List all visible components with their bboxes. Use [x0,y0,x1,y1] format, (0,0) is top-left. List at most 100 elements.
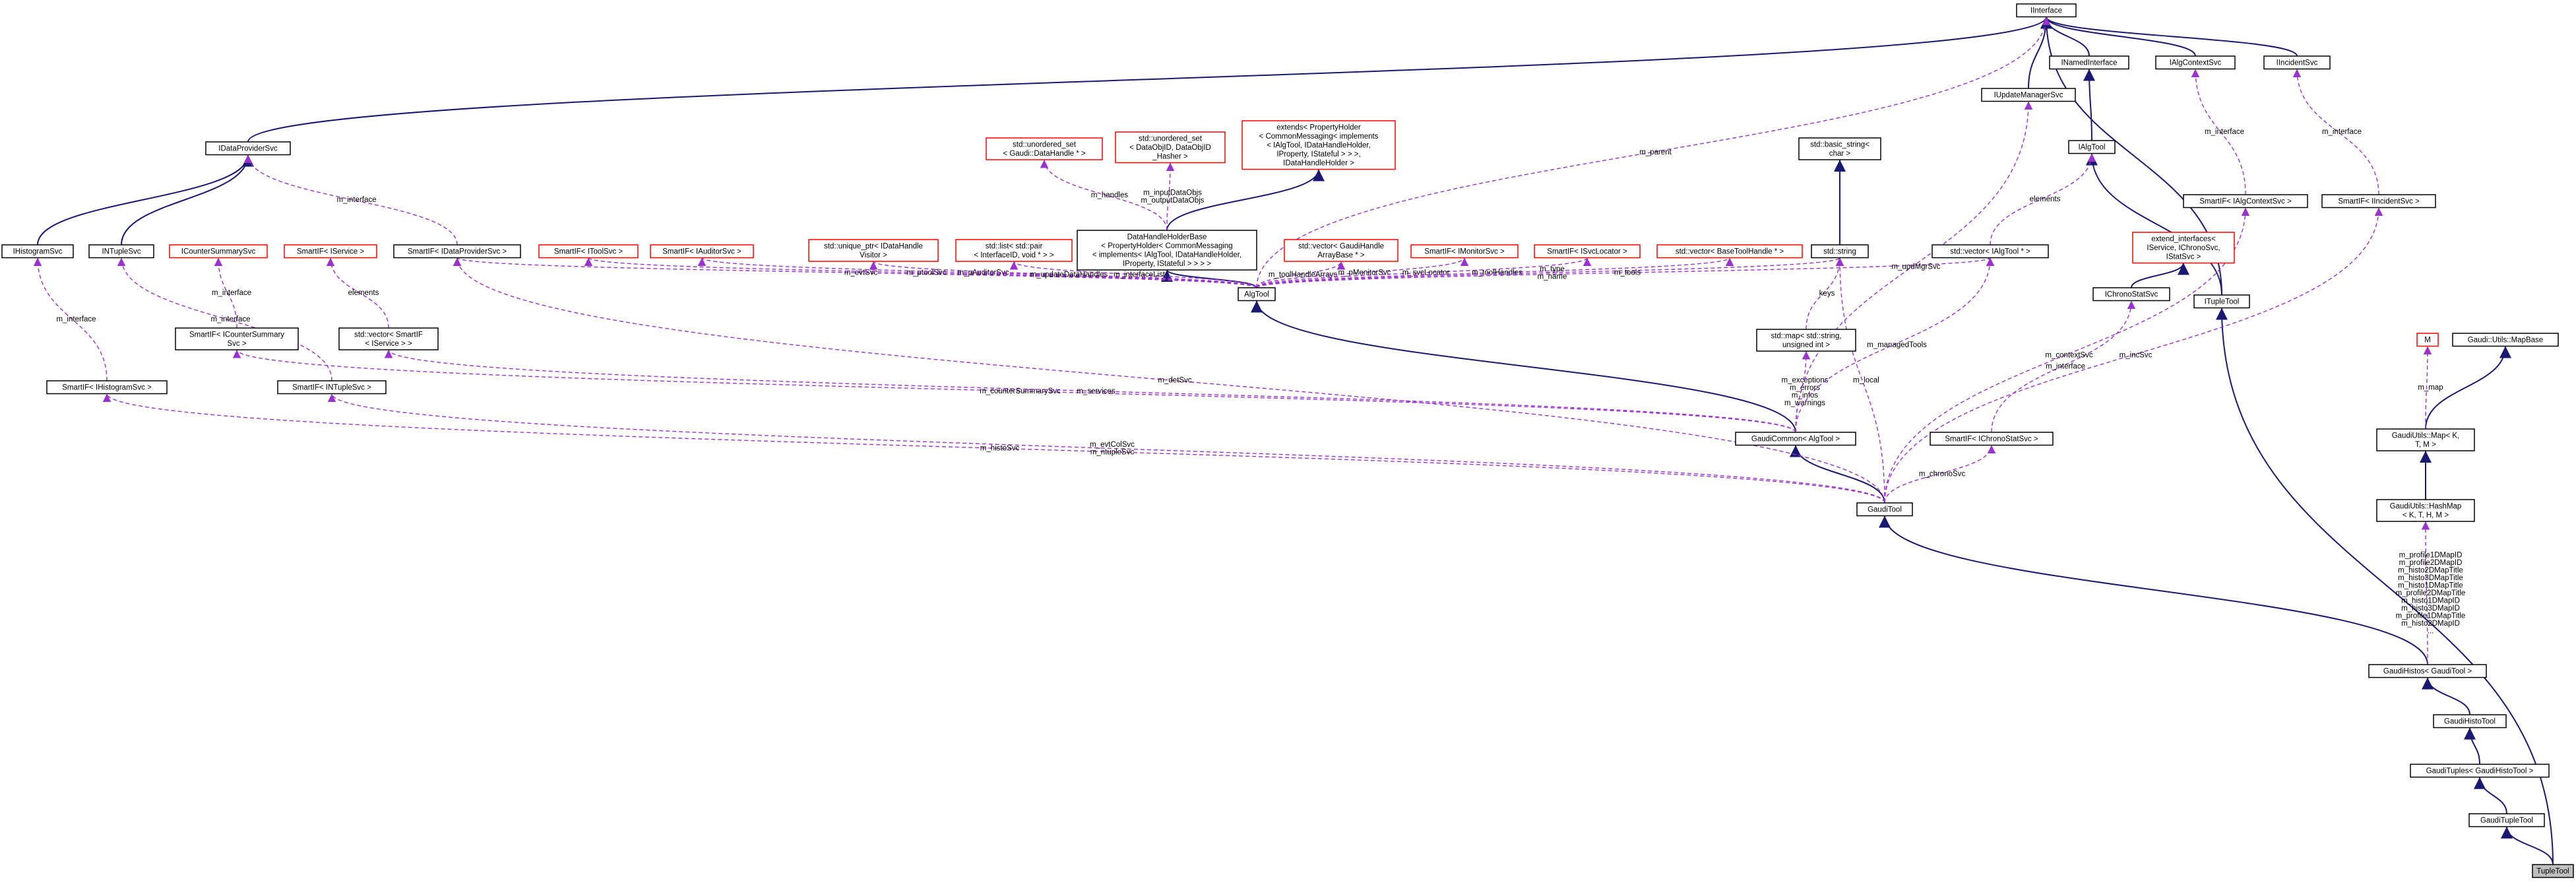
node-label: AlgTool [1244,291,1269,299]
node-box [1756,329,1856,352]
class-node-gaudihistos-gauditool[interactable]: GaudiHistos< GaudiTool > [2368,664,2487,678]
node-box [2183,194,2308,209]
class-node-smartif-ihistogramsvc[interactable]: SmartIF< IHistogramSvc > [46,380,168,395]
inheritance-edge-10 [1166,169,1325,231]
node-box [277,380,387,395]
node-label: ICounterSummarySvc [181,248,256,256]
node-label: SmartIF< IAlgContextSvc > [2199,198,2292,206]
usage-edge-30 [1040,159,1168,231]
usage-edge-38 [1256,257,1469,288]
node-label: std::string [1823,248,1856,256]
class-node-unordered-set-dataobjid[interactable]: std::unordered_set< DataObjID, DataObjID… [1115,131,1226,164]
node-box [2433,714,2507,729]
class-node-gaudicommon-algtool[interactable]: GaudiCommon< AlgTool > [1735,432,1856,446]
class-node-gaudiutils-map[interactable]: GaudiUtils::Map< K,T, M > [2376,428,2475,451]
class-node-smartif-icountersummarysvc[interactable]: SmartIF< ICounterSummarySvc > [175,327,299,350]
class-node-gaudiutils-mapbase[interactable]: Gaudi::Utils::MapBase [2452,333,2559,347]
class-node-smartif-iauditorsvc[interactable]: SmartIF< IAuditorSvc > [650,244,754,259]
class-node-iinterface[interactable]: IInterface [2016,3,2077,18]
edge-label: m_ntupleSvc [1090,448,1135,456]
inheritance-edge-9 [2086,153,2222,296]
class-node-extend-interfaces[interactable]: extend_interfaces<IService, IChronoSvc,I… [2132,232,2235,264]
edge-label: m_infos [1792,392,1819,400]
edge-label: m_histo1DMapTitle [2398,581,2463,589]
class-node-idataprovidersvc[interactable]: IDataProviderSvc [205,141,291,156]
edge-label: m_outputDataObjs [1141,197,1205,205]
class-node-basic-string[interactable]: std::basic_string<char > [1798,137,1881,160]
node-box [2132,232,2235,264]
node-label: GaudiHistoTool [2444,718,2496,726]
class-node-gaudiutils-hashmap[interactable]: GaudiUtils::HashMap< K, T, H, M > [2376,499,2475,522]
node-box [2321,194,2436,209]
node-label: SmartIF< ISvcLocator > [1547,248,1627,256]
node-label: std::vector< SmartIF [354,331,423,339]
node-box [46,380,168,395]
usage-edge-25 [243,154,458,246]
class-node-map-string-uint[interactable]: std::map< std::string,unsigned int > [1756,329,1856,352]
class-node-list-pair[interactable]: std::list< std::pair< InterfaceID, void … [955,239,1073,262]
class-node-smartif-intuplesvc[interactable]: SmartIF< INTupleSvc > [277,380,387,395]
class-node-smartif-idataprovidersvc[interactable]: SmartIF< IDataProviderSvc > [393,244,521,259]
node-label: SmartIF< IDataProviderSvc > [408,248,507,256]
usage-edge-27 [117,257,332,381]
node-label: IIncidentSvc [2277,59,2318,67]
edge-label: m_interface [212,289,251,297]
node-box [986,137,1103,160]
class-node-iupdatemanagersvc[interactable]: IUpdateManagerSvc [1981,88,2076,102]
class-node-vector-basetoolhandle[interactable]: std::vector< BaseToolHandle * > [1656,244,1803,259]
class-node-smartif-isvclocator[interactable]: SmartIF< ISvcLocator > [1534,244,1641,259]
class-node-unordered-set-datahandle[interactable]: std::unordered_set< Gaudi::DataHandle * … [986,137,1103,160]
node-label: SmartIF< IChronoStatSvc > [1945,436,2038,444]
usage-edge-34 [698,257,1257,288]
usage-edge-59 [1884,207,2250,504]
class-node-inamedinterface[interactable]: INamedInterface [2049,55,2129,70]
class-node-smartif-itoolsvc[interactable]: SmartIF< IToolSvc > [538,244,639,259]
inheritance-edge-13 [2131,263,2189,288]
class-node-m[interactable]: M [2416,333,2439,347]
class-node-smartif-ichronostatsvc[interactable]: SmartIF< IChronoStatSvc > [1930,432,2054,446]
class-node-icountersummarysvc[interactable]: ICounterSummarySvc [169,244,268,259]
node-box [1284,239,1398,262]
class-node-std-string[interactable]: std::string [1811,244,1869,259]
class-node-ialgtool[interactable]: IAlgTool [2068,140,2116,154]
node-box [808,239,939,262]
node-label: GaudiUtils::Map< K, [2392,432,2460,440]
class-node-smartif-imonitorsvc[interactable]: SmartIF< IMonitorSvc > [1410,244,1519,259]
class-node-intuplesvc[interactable]: INTupleSvc [88,244,154,259]
class-node-smartif-iservice[interactable]: SmartIF< IService > [284,244,377,259]
class-node-vector-ialgtool[interactable]: std::vector< IAlgTool * > [1932,244,2049,259]
inheritance-edge-4 [247,16,2052,143]
edge-label: m_interface [2205,128,2244,136]
class-node-ialgcontextsvc[interactable]: IAlgContextSvc [2155,55,2236,70]
class-node-ichronostatsvc[interactable]: IChronoStatSvc [2092,287,2170,302]
class-node-smartif-iincidentsvc[interactable]: SmartIF< IIncidentSvc > [2321,194,2436,209]
class-node-gaudihistotool[interactable]: GaudiHistoTool [2433,714,2507,729]
class-node-extends-propertyholder[interactable]: extends< PropertyHolder< CommonMessaging… [1241,120,1396,170]
class-node-tupletool[interactable]: TupleTool [2532,864,2574,878]
class-node-gauditool[interactable]: GaudiTool [1856,502,1913,517]
node-box [2016,3,2077,18]
class-node-ihistogramsvc[interactable]: IHistogramSvc [1,244,74,259]
edge-label: m_interface [56,315,96,323]
class-node-gauditupletool[interactable]: GaudiTupleTool [2468,813,2545,828]
node-box [2376,499,2475,522]
class-node-datahandleholderbase[interactable]: DataHandleHolderBase< PropertyHolder< Co… [1077,230,1257,271]
class-node-vector-smartif-iservice[interactable]: std::vector< SmartIF< IService > > [338,327,439,350]
class-node-algtool[interactable]: AlgTool [1238,287,1276,302]
node-label: std::basic_string< [1810,141,1869,149]
class-node-gaudituples-gaudihistotool[interactable]: GaudiTuples< GaudiHistoTool > [2410,764,2550,778]
class-node-itupletool[interactable]: ITupleTool [2193,294,2250,309]
edge-label: m_parent [1639,148,1672,156]
node-label: Svc > [227,340,246,348]
usage-edge-39 [1256,257,1592,288]
node-label: std::vector< BaseToolHandle * > [1676,248,1784,256]
node-label: SmartIF< ICounterSummary [189,331,284,339]
node-box [2532,864,2574,878]
class-node-smartif-ialgcontextsvc[interactable]: SmartIF< IAlgContextSvc > [2183,194,2308,209]
edge-label: m_tools [1614,269,1641,277]
edge-label: m_histo2DMapID [2401,620,2460,628]
class-node-iincidentsvc[interactable]: IIncidentSvc [2263,55,2331,70]
node-label: GaudiCommon< AlgTool > [1751,436,1840,444]
